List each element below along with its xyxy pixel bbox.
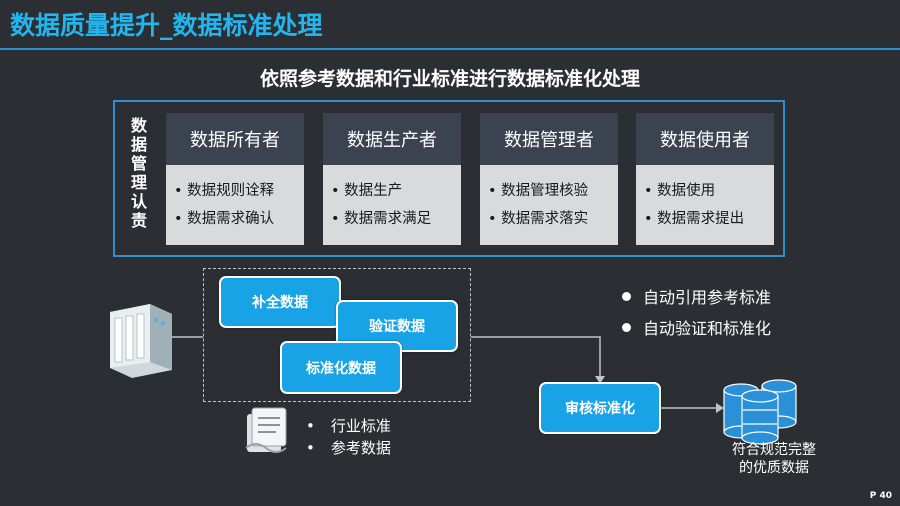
subtitle: 依照参考数据和行业标准进行数据标准化处理 <box>259 68 640 90</box>
role-duty: 数据规则诠释 <box>174 177 304 205</box>
title-bar: 数据质量提升_数据标准处理 <box>0 0 900 46</box>
bullet-dot <box>622 323 631 332</box>
role-duty: 数据使用 <box>644 177 774 205</box>
page-title: 数据质量提升_数据标准处理 <box>10 11 323 40</box>
vertical-label-char: 数 <box>130 116 147 135</box>
auto-feature-text: 自动引用参考标准 <box>643 288 772 307</box>
role-duty: 数据需求满足 <box>331 205 461 233</box>
review-standardization[interactable]: 审核标准化 <box>539 382 661 434</box>
role-title: 数据管理者 <box>480 113 618 165</box>
role-duty: 数据需求确认 <box>174 205 304 233</box>
list-item: 行业标准 <box>306 415 391 437</box>
role-title: 数据生产者 <box>323 113 461 165</box>
result-caption: 符合规范完整 的优质数据 <box>712 441 836 477</box>
roles-frame <box>113 100 785 257</box>
auto-features-list: 自动引用参考标准 自动验证和标准化 <box>622 282 771 344</box>
role-card-user: 数据使用者 数据使用 数据需求提出 <box>636 113 774 245</box>
role-duty: 数据生产 <box>331 177 461 205</box>
role-duties: 数据使用 数据需求提出 <box>636 165 774 245</box>
vertical-label-char: 理 <box>130 173 147 192</box>
role-duty: 数据管理核验 <box>488 177 618 205</box>
role-duty: 数据需求落实 <box>488 205 618 233</box>
step-complete-data[interactable]: 补全数据 <box>219 276 341 328</box>
document-icon <box>245 407 287 453</box>
role-duties: 数据管理核验 数据需求落实 <box>480 165 618 245</box>
result-line: 的优质数据 <box>739 460 809 476</box>
vertical-label-char: 认 <box>130 192 147 211</box>
roles-vertical-label: 数 据 管 理 认 责 <box>128 116 150 230</box>
server-icon <box>110 304 172 378</box>
role-duties: 数据生产 数据需求满足 <box>323 165 461 245</box>
list-item: 自动验证和标准化 <box>622 313 771 344</box>
role-title: 数据使用者 <box>636 113 774 165</box>
role-title: 数据所有者 <box>166 113 304 165</box>
role-card-producer: 数据生产者 数据生产 数据需求满足 <box>323 113 461 245</box>
role-duty: 数据需求提出 <box>644 205 774 233</box>
vertical-label-char: 责 <box>130 211 147 230</box>
role-duties: 数据规则诠释 数据需求确认 <box>166 165 304 245</box>
role-card-owner: 数据所有者 数据规则诠释 数据需求确认 <box>166 113 304 245</box>
role-card-manager: 数据管理者 数据管理核验 数据需求落实 <box>480 113 618 245</box>
title-divider <box>0 48 900 50</box>
connector-line <box>471 336 601 378</box>
list-item: 参考数据 <box>306 437 391 459</box>
list-item: 自动引用参考标准 <box>622 282 771 313</box>
standards-list: 行业标准 参考数据 <box>306 415 391 459</box>
page-number: P 40 <box>869 491 892 501</box>
vertical-label-char: 据 <box>130 135 147 154</box>
arrow-head <box>595 376 605 384</box>
step-standardize-data[interactable]: 标准化数据 <box>280 341 402 394</box>
database-icon <box>723 379 797 445</box>
arrow-head <box>716 403 724 413</box>
vertical-label-char: 管 <box>130 154 147 173</box>
auto-feature-text: 自动验证和标准化 <box>643 319 772 338</box>
bullet-dot <box>622 292 631 301</box>
result-line: 符合规范完整 <box>732 442 816 458</box>
processing-dashed-box <box>203 268 471 402</box>
